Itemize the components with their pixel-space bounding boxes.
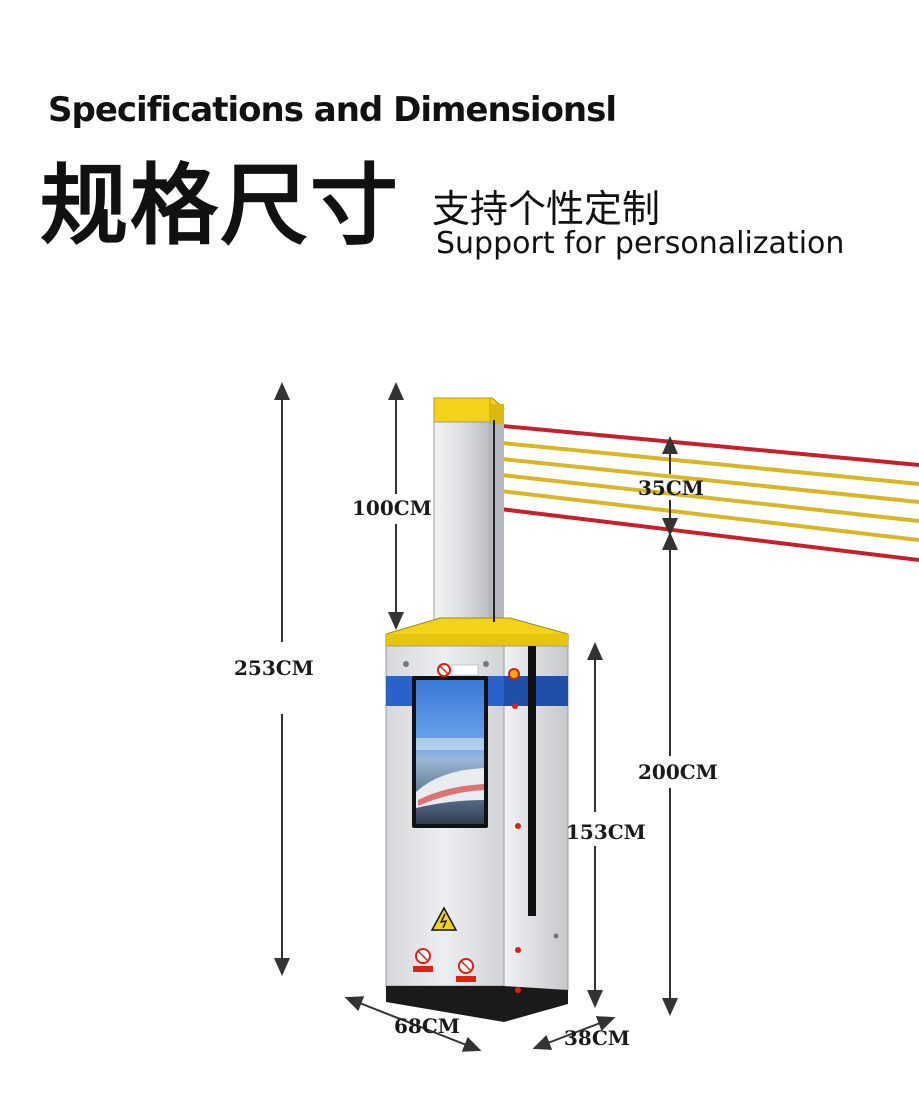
rod-red-bottom xyxy=(491,506,919,562)
display-screen xyxy=(412,676,488,828)
dim-width: 68CM xyxy=(394,1014,460,1038)
dim-depth: 38CM xyxy=(564,1026,630,1050)
subtitle-english: Support for personalization xyxy=(436,226,845,261)
rod-yellow-3 xyxy=(491,472,919,523)
dim-bar-height: 200CM xyxy=(638,760,718,784)
title-english: Specifications and Dimensionsl xyxy=(48,90,617,130)
warning-sign-icon xyxy=(413,948,476,982)
dimension-lines xyxy=(274,382,678,1052)
rod-yellow-4 xyxy=(491,488,919,542)
rod-yellow-2 xyxy=(491,456,919,504)
title-chinese: 规格尺寸 xyxy=(40,154,401,257)
subtitle-chinese: 支持个性定制 xyxy=(432,187,661,231)
dim-cabinet-height: 153CM xyxy=(566,820,646,844)
rod-red-top xyxy=(491,423,919,467)
dim-total-height: 253CM xyxy=(234,656,314,680)
electric-hazard-icon xyxy=(430,906,458,931)
indicator-light xyxy=(508,668,520,680)
dim-column-height: 100CM xyxy=(352,496,432,520)
dim-bar-spacing: 35CM xyxy=(638,476,704,500)
barrier-rods xyxy=(491,423,919,562)
rod-yellow-1 xyxy=(491,440,919,486)
no-climbing-icon xyxy=(437,663,479,677)
